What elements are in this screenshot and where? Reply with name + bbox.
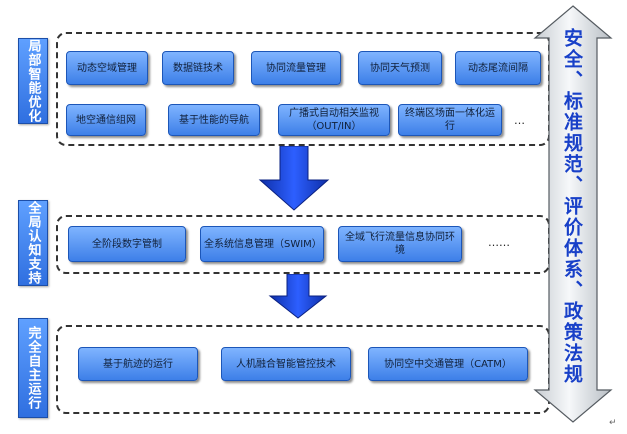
box-terminal-surface: 终端区场面一体化运行 xyxy=(398,104,502,136)
down-arrow-1 xyxy=(258,146,330,211)
return-mark-icon: ↵ xyxy=(609,418,617,428)
box-tbo: 基于航迹的运行 xyxy=(78,347,198,381)
box-digital-control: 全阶段数字管制 xyxy=(68,226,186,262)
level-1-label: 局部智能优化 xyxy=(18,38,48,124)
level-2-ellipsis: …… xyxy=(488,236,510,249)
box-adsb: 广播式自动相关监视（OUT/IN） xyxy=(278,104,390,136)
level-3-panel: 基于航迹的运行 人机融合智能管控技术 协同空中交通管理（CATM） xyxy=(56,325,550,414)
box-collab-weather: 协同天气预测 xyxy=(358,51,442,85)
level-2-panel: 全阶段数字管制 全系统信息管理（SWIM） 全域飞行流量信息协同环境 …… xyxy=(56,215,550,274)
box-swim: 全系统信息管理（SWIM） xyxy=(200,226,324,262)
down-arrow-2 xyxy=(268,274,328,319)
side-text: 安全、标准规范、评价体系、政策法规 xyxy=(561,28,583,385)
double-arrow-icon xyxy=(533,5,613,423)
box-pbn: 基于性能的导航 xyxy=(168,104,260,136)
box-collab-flow: 协同流量管理 xyxy=(251,51,341,85)
box-datalink: 数据链技术 xyxy=(162,51,234,85)
box-flow-info-env: 全域飞行流量信息协同环境 xyxy=(338,226,462,262)
box-wake-spacing: 动态尾流间隔 xyxy=(455,51,541,85)
level-2-label: 全局认知支持 xyxy=(18,200,48,286)
box-dynamic-airspace: 动态空域管理 xyxy=(66,51,148,85)
level-1-ellipsis: … xyxy=(514,114,525,127)
box-ground-air-comm: 地空通信组网 xyxy=(66,104,146,136)
box-catm: 协同空中交通管理（CATM） xyxy=(368,347,528,381)
level-1-panel: 动态空域管理 数据链技术 协同流量管理 协同天气预测 动态尾流间隔 地空通信组网… xyxy=(56,32,550,146)
box-human-machine: 人机融合智能管控技术 xyxy=(221,347,351,381)
level-3-label: 完全自主运行 xyxy=(18,318,48,418)
